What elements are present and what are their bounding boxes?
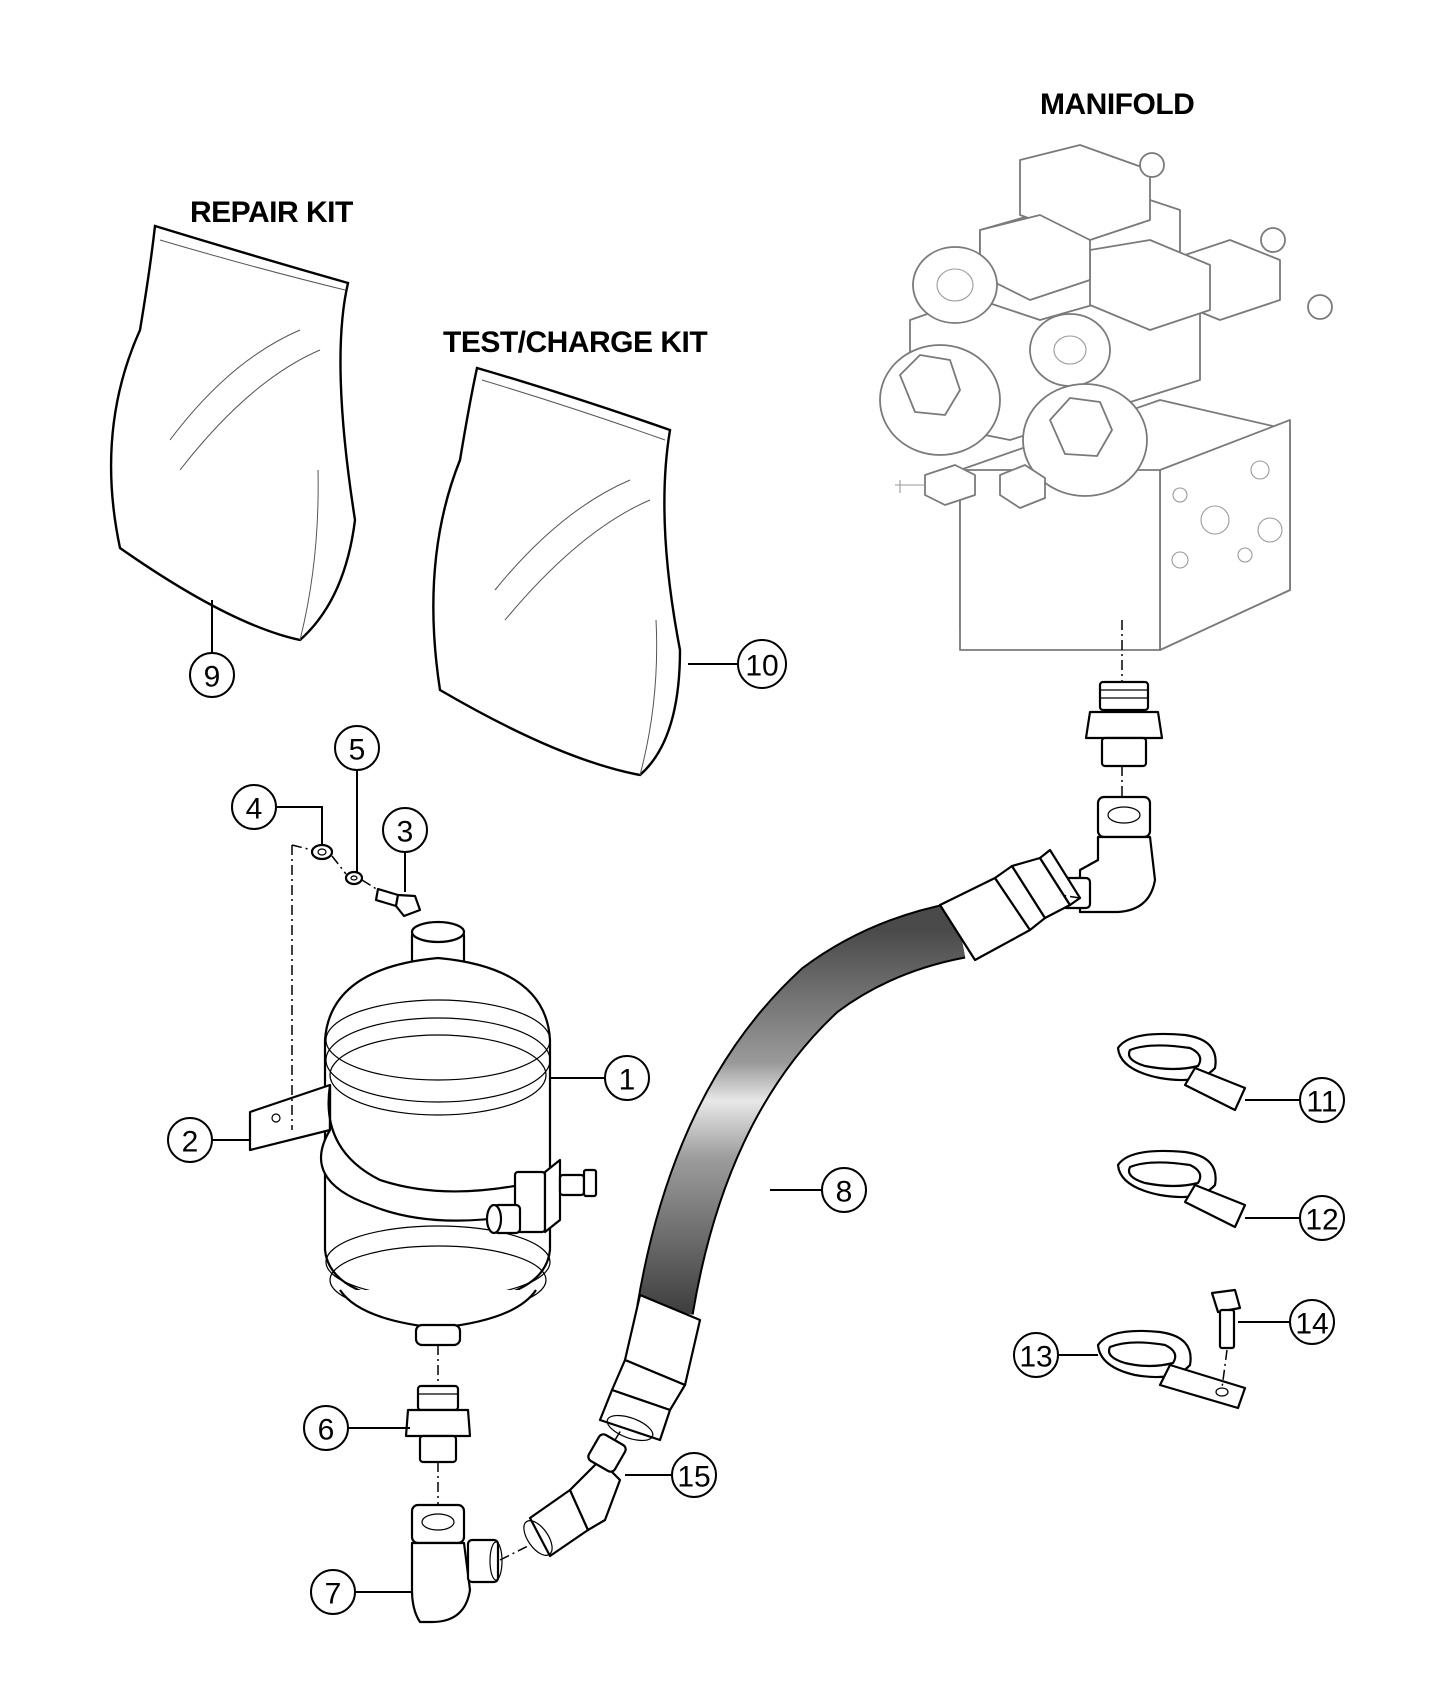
lockwasher-5	[344, 870, 364, 886]
manifold-title: MANIFOLD	[1040, 88, 1194, 121]
callout-12: 12	[1299, 1195, 1345, 1241]
callout-13: 13	[1013, 1332, 1059, 1378]
callout-6: 6	[303, 1405, 349, 1451]
accumulator-bracket	[248, 1083, 598, 1235]
repair-kit-bag	[109, 224, 357, 642]
svg-text:13: 13	[1019, 1341, 1052, 1374]
callout-10: 10	[737, 639, 787, 689]
svg-text:10: 10	[745, 650, 778, 683]
callout-14: 14	[1289, 1299, 1335, 1345]
svg-text:11: 11	[1306, 1086, 1337, 1119]
callout-1: 1	[604, 1055, 650, 1101]
svg-text:14: 14	[1295, 1308, 1328, 1341]
svg-text:9: 9	[204, 661, 221, 694]
svg-text:2: 2	[182, 1126, 199, 1159]
bolt-3	[374, 887, 422, 918]
svg-text:15: 15	[677, 1461, 710, 1494]
clamp-11	[1116, 1032, 1247, 1112]
svg-text:8: 8	[836, 1176, 853, 1209]
callout-15: 15	[671, 1452, 717, 1498]
elbow-fitting-7	[410, 1503, 503, 1624]
bolt-14-centerline	[1221, 1349, 1228, 1389]
svg-text:3: 3	[397, 816, 414, 849]
svg-text:12: 12	[1305, 1204, 1338, 1237]
callout-11: 11	[1299, 1077, 1345, 1123]
callout-5: 5	[334, 725, 380, 771]
clamp-13	[1096, 1329, 1247, 1410]
svg-text:4: 4	[246, 793, 263, 826]
callout-2: 2	[167, 1117, 213, 1163]
manifold-adapter-fitting	[1084, 680, 1164, 768]
svg-text:6: 6	[318, 1414, 335, 1447]
clamp-12	[1116, 1149, 1247, 1229]
test-charge-kit-bag	[432, 366, 682, 777]
svg-text:1: 1	[619, 1064, 636, 1097]
washer-4	[310, 843, 334, 861]
test-charge-kit-title: TEST/CHARGE KIT	[443, 326, 707, 359]
accumulator	[323, 920, 552, 1347]
adapter-fitting-6	[404, 1384, 472, 1464]
hose-assembly	[598, 848, 1082, 1442]
callout-4: 4	[231, 784, 277, 830]
elbow-fitting-15	[523, 1433, 627, 1558]
callout-9: 9	[189, 652, 235, 698]
svg-text:7: 7	[325, 1578, 342, 1611]
repair-kit-title: REPAIR KIT	[190, 196, 353, 229]
callout-8: 8	[821, 1167, 867, 1213]
manifold-illustration	[879, 144, 1333, 651]
elbow-7-centerline	[499, 1544, 531, 1561]
bolt-14	[1210, 1288, 1242, 1350]
callout-3: 3	[382, 807, 428, 853]
svg-text:5: 5	[349, 734, 366, 767]
callout-7: 7	[310, 1569, 356, 1615]
callout-4-leader	[276, 806, 323, 846]
